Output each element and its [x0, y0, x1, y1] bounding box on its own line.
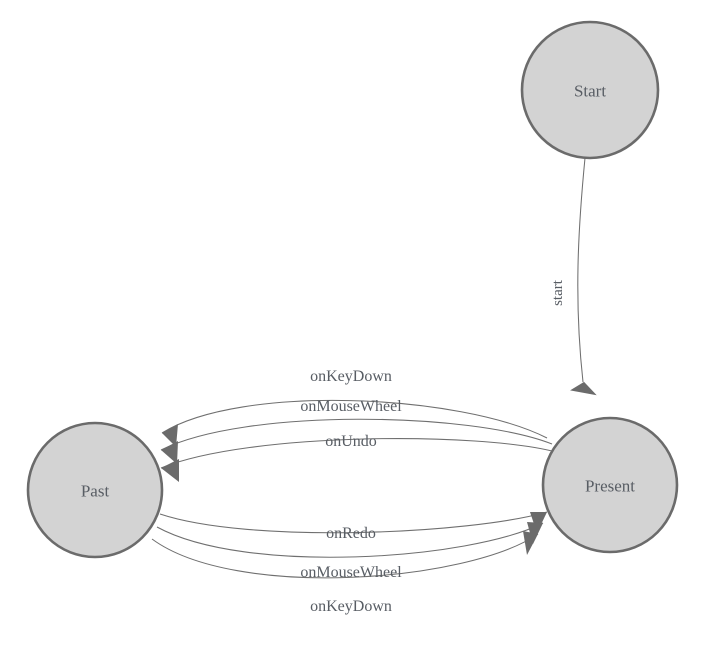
node-present[interactable]: Present: [541, 416, 679, 554]
node-start[interactable]: Start: [520, 20, 660, 160]
edge-line: [151, 533, 539, 579]
edge-line: [160, 438, 557, 469]
node-circle[interactable]: [541, 416, 679, 554]
edge-label-e-present-past-undo: onUndo: [325, 433, 377, 450]
edge-line: [156, 522, 544, 558]
arrowhead-icon: [570, 381, 597, 396]
arrowhead-icon: [161, 441, 178, 464]
edge-e-past-present-mousewheel[interactable]: [156, 522, 544, 558]
node-label: Past: [81, 482, 110, 501]
edge-label-e-present-past-mousewheel: onMouseWheel: [300, 398, 402, 415]
edge-line: [160, 418, 553, 451]
edge-line: [159, 511, 548, 534]
arrowhead-icon: [161, 459, 179, 482]
edge-e-present-past-keydown[interactable]: [161, 399, 548, 447]
edge-label-e-past-present-redo: onRedo: [326, 525, 376, 542]
node-past[interactable]: Past: [26, 421, 164, 559]
node-label: Start: [574, 82, 606, 101]
edge-labels-layer: start onKeyDown onMouseWheel onUndo onRedo on…: [300, 279, 566, 615]
arrowhead-icon: [530, 512, 547, 533]
edge-label-e-past-present-mousewheel: onMouseWheel: [300, 564, 402, 581]
edge-label-e-past-present-keydown: onKeyDown: [310, 598, 392, 615]
arrowhead-icon: [162, 424, 178, 447]
edge-e-past-present-redo[interactable]: [159, 511, 548, 534]
node-label: Present: [585, 477, 635, 496]
edge-e-present-past-mousewheel[interactable]: [160, 418, 553, 464]
edge-line: [577, 157, 586, 383]
edge-label-e-start-present: start: [550, 279, 566, 306]
edge-e-past-present-keydown[interactable]: [151, 531, 539, 579]
node-circle[interactable]: [520, 20, 660, 160]
edge-e-present-past-undo[interactable]: [160, 438, 557, 482]
edges-layer: [151, 157, 598, 579]
arrowhead-icon: [523, 531, 538, 555]
edge-e-start-present[interactable]: [570, 157, 598, 396]
edge-line: [161, 399, 548, 439]
edge-label-e-present-past-keydown: onKeyDown: [310, 368, 392, 385]
arrowhead-icon: [527, 522, 543, 544]
node-circle[interactable]: [26, 421, 164, 559]
